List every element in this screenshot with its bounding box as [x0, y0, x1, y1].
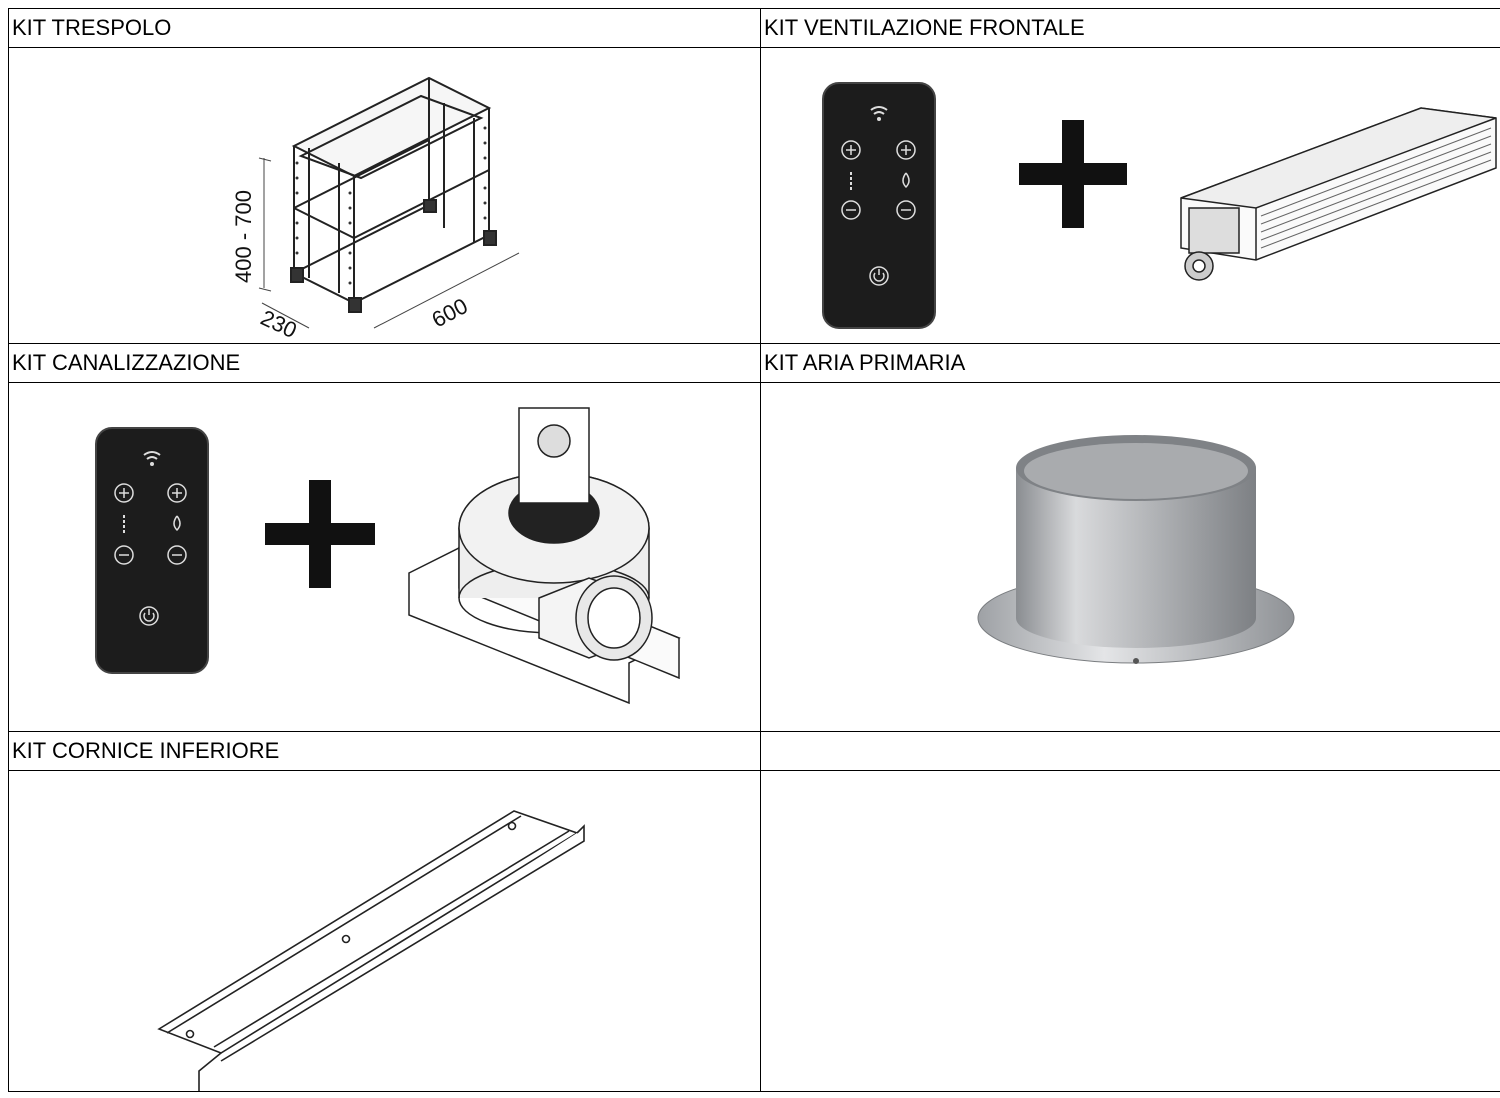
kit-ventilazione-cell — [761, 48, 1500, 344]
kit-title: KIT TRESPOLO — [9, 9, 761, 48]
dimension-width-label: 600 — [428, 293, 472, 332]
air-collar-icon — [761, 383, 1500, 731]
centrifugal-fan-icon — [409, 408, 679, 703]
kit-title: KIT VENTILAZIONE FRONTALE — [761, 9, 1500, 48]
kit-table: KIT TRESPOLO KIT VENTILAZIONE FRONTALE — [8, 8, 1500, 1098]
stand-frame-icon: 400 - 700 230 600 — [9, 48, 761, 343]
kit-canalizzazione-cell — [9, 383, 761, 732]
plus-sign-icon — [265, 480, 375, 588]
tangential-fan-icon — [1181, 108, 1496, 280]
kit-title: KIT CANALIZZAZIONE — [9, 344, 761, 383]
kit-cornice-cell — [9, 771, 761, 1092]
image-row-2 — [9, 383, 1500, 732]
header-row-3: KIT CORNICE INFERIORE — [9, 732, 1500, 771]
plus-sign-icon — [1019, 120, 1127, 228]
kit-title — [761, 732, 1500, 771]
remote-control-icon — [823, 83, 935, 328]
header-row-2: KIT CANALIZZAZIONE KIT ARIA PRIMARIA — [9, 344, 1500, 383]
remote-control-icon — [96, 428, 208, 673]
kit-aria-primaria-cell — [761, 383, 1500, 732]
dimension-height-label: 400 - 700 — [231, 190, 256, 283]
dimension-depth-label: 230 — [257, 305, 301, 343]
image-row-1: 400 - 700 230 600 — [9, 48, 1500, 344]
kit-title: KIT CORNICE INFERIORE — [9, 732, 761, 771]
kit-trespolo-cell: 400 - 700 230 600 — [9, 48, 761, 344]
header-row-1: KIT TRESPOLO KIT VENTILAZIONE FRONTALE — [9, 9, 1500, 48]
frame-bar-icon — [9, 771, 761, 1091]
empty-cell — [761, 771, 1500, 1092]
kit-title: KIT ARIA PRIMARIA — [761, 344, 1500, 383]
image-row-3 — [9, 771, 1500, 1092]
